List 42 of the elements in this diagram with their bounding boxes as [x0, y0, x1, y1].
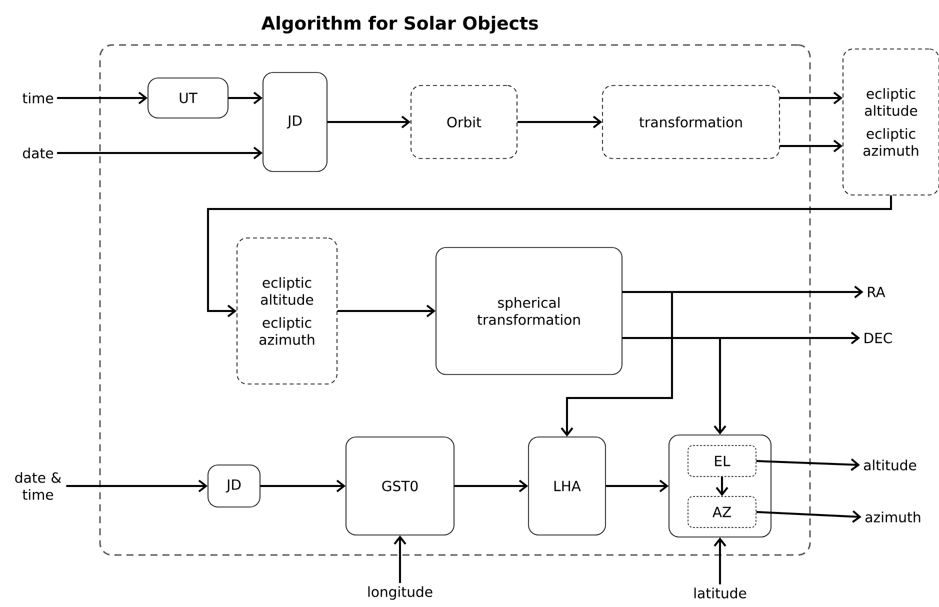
input-label: time [22, 92, 54, 104]
arrow [756, 458, 860, 471]
arrow [780, 140, 843, 152]
arrow [327, 116, 411, 128]
arrow [606, 480, 669, 492]
process-box: UT [148, 78, 228, 118]
output-box: ecliptic altitude ecliptic azimuth [842, 48, 939, 196]
input-label: date [23, 148, 54, 158]
arrow [207, 195, 892, 318]
process-box: spherical transformation [436, 247, 622, 375]
input-label: date & time [15, 472, 62, 500]
diagram-title: Algorithm for Solar Objects [261, 16, 538, 34]
process-box: JD [262, 72, 328, 172]
arrow [714, 537, 726, 584]
input-label: latitude [694, 588, 746, 598]
process-box: EL [688, 445, 756, 477]
process-box: LHA [528, 436, 606, 536]
output-label: DEC [864, 332, 892, 344]
process-box: GST0 [346, 436, 454, 536]
arrow [57, 92, 148, 104]
arrow [337, 304, 436, 318]
arrow [260, 480, 346, 492]
arrow [66, 480, 208, 492]
process-box: transformation [602, 85, 780, 159]
arrow [756, 510, 862, 523]
arrow [716, 476, 728, 496]
process-box: AZ [688, 496, 756, 528]
arrow [394, 535, 406, 584]
output-label: azimuth [866, 512, 920, 522]
arrow [228, 92, 263, 104]
output-label: altitude [864, 460, 916, 470]
process-box: JD [208, 464, 260, 508]
arrow [517, 116, 602, 128]
arrow [780, 92, 843, 104]
process-box: Orbit [410, 85, 518, 159]
input-box: ecliptic altitude ecliptic azimuth [236, 238, 338, 384]
output-label: RA [868, 286, 886, 298]
arrow [622, 337, 726, 435]
arrow [454, 480, 528, 492]
arrow [560, 291, 673, 437]
arrow [57, 146, 263, 160]
input-label: longitude [368, 586, 432, 600]
